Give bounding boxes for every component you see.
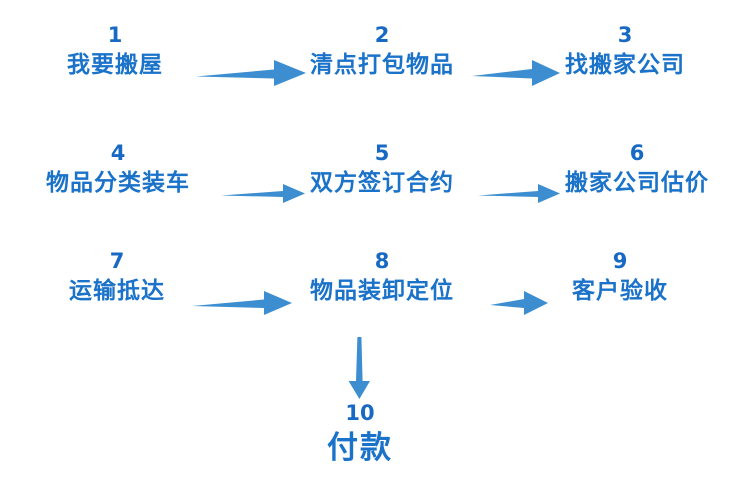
flow-step-6[interactable]: 6 搬家公司估价: [565, 140, 709, 200]
arrow-right-5-to-6: [478, 180, 560, 206]
step-label: 双方签订合约: [310, 170, 454, 196]
flow-step-2[interactable]: 2 清点打包物品: [310, 22, 454, 82]
flow-step-8[interactable]: 8 物品装卸定位: [310, 248, 454, 308]
flow-step-10[interactable]: 10 付款: [327, 400, 393, 470]
arrow-right-8-to-9: [490, 288, 548, 318]
arrow-right-7-to-8: [192, 288, 292, 318]
step-number: 2: [374, 23, 390, 47]
step-number: 1: [107, 23, 123, 47]
step-number: 6: [629, 141, 645, 165]
step-number: 8: [374, 249, 390, 273]
step-number: 10: [345, 401, 375, 425]
step-label: 付款: [327, 430, 393, 466]
step-label: 物品分类装车: [46, 170, 190, 196]
step-label: 清点打包物品: [310, 52, 454, 78]
step-label: 找搬家公司: [565, 52, 685, 78]
step-number: 5: [374, 141, 390, 165]
flow-step-3[interactable]: 3 找搬家公司: [565, 22, 685, 82]
step-number: 3: [617, 23, 633, 47]
flow-step-1[interactable]: 1 我要搬屋: [67, 22, 163, 82]
step-number: 9: [612, 249, 628, 273]
step-number: 4: [110, 141, 126, 165]
arrow-right-4-to-5: [221, 180, 305, 206]
flow-step-7[interactable]: 7 运输抵达: [69, 248, 165, 308]
arrow-right-1-to-2: [196, 57, 306, 89]
flow-step-4[interactable]: 4 物品分类装车: [46, 140, 190, 200]
step-label: 客户验收: [572, 278, 668, 304]
arrow-right-2-to-3: [472, 57, 560, 89]
arrow-down-8-to-10: [343, 337, 375, 399]
step-number: 7: [109, 249, 125, 273]
flow-step-5[interactable]: 5 双方签订合约: [310, 140, 454, 200]
step-label: 运输抵达: [69, 278, 165, 304]
step-label: 搬家公司估价: [565, 170, 709, 196]
step-label: 我要搬屋: [67, 52, 163, 78]
step-label: 物品装卸定位: [310, 278, 454, 304]
flow-step-9[interactable]: 9 客户验收: [572, 248, 668, 308]
